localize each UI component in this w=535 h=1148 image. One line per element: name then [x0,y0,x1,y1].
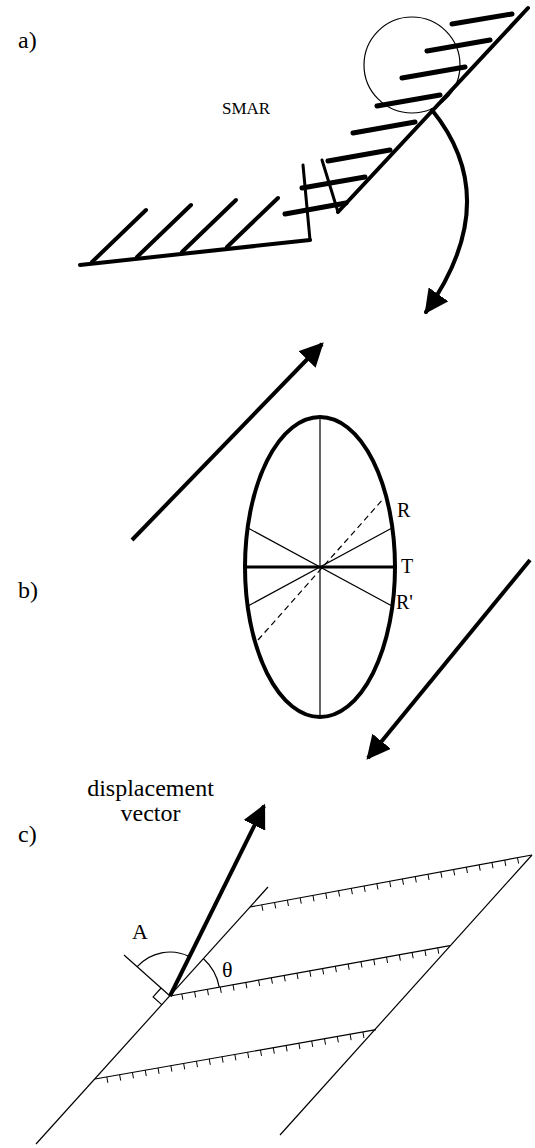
tick-mark [312,1041,313,1047]
tick-mark [260,1050,261,1056]
tick-mark [297,973,298,979]
tick-mark [441,872,442,878]
rift-section [80,8,528,312]
tick-mark [377,884,378,890]
tick-mark [310,971,311,977]
tick-mark [387,957,388,963]
tick-mark [438,948,439,954]
tick-mark [233,985,234,991]
tick-mark [454,869,455,875]
tick-mark [262,905,263,911]
tick-mark [348,964,349,970]
tick-mark [158,1068,159,1074]
strain-ellipse [132,344,530,758]
tick-mark [517,858,518,864]
tick-mark [323,969,324,975]
tick-mark [220,987,221,993]
tick-mark [107,1077,108,1083]
tick-mark [492,862,493,868]
tick-mark [412,952,413,958]
panel-letter: b) [18,578,38,603]
tick-mark [428,874,429,880]
tick-mark [209,1059,210,1065]
tick-mark [171,1066,172,1072]
tick-mark [399,955,400,961]
tick-mark [235,1054,236,1060]
tick-mark [196,1061,197,1067]
vector-label: displacement vector [68,776,233,826]
tick-mark [339,891,340,897]
tick-mark [350,1034,351,1040]
tick-mark [479,865,480,871]
tick-mark [425,950,426,956]
tick-mark [120,1075,121,1081]
tick-mark [337,1036,338,1042]
tick-mark [313,895,314,901]
rift-label: SMAR [222,100,270,118]
tick-mark [145,1070,146,1076]
tick-mark [390,881,391,887]
tick-mark [287,900,288,906]
tick-mark [259,980,260,986]
tick-mark [182,994,183,1000]
axis-label: R [397,500,410,521]
tick-mark [351,888,352,894]
angle-label: A [132,920,148,943]
tick-mark [248,1052,249,1058]
tick-mark [361,962,362,968]
tick-mark [132,1072,133,1078]
tick-mark [364,886,365,892]
tick-mark [273,1048,274,1054]
tick-mark [286,1045,287,1051]
panel-letter: a) [18,28,37,53]
panel-letter: c) [18,822,37,847]
tick-mark [324,1039,325,1045]
tick-mark [505,860,506,866]
tick-mark [326,893,327,899]
tick-mark [374,959,375,965]
tick-mark [466,867,467,873]
angle-label: θ [222,958,233,981]
tick-mark [335,966,336,972]
fault-geometry [36,806,532,1144]
tick-mark [184,1063,185,1069]
axis-label: T [401,556,413,577]
tick-mark [363,1032,364,1038]
tick-mark [222,1057,223,1063]
tick-mark [299,1043,300,1049]
tick-mark [284,975,285,981]
axis-label: R' [396,592,413,613]
tick-mark [195,992,196,998]
tick-mark [207,989,208,995]
tick-mark [415,877,416,883]
tick-mark [271,978,272,984]
tick-mark [402,879,403,885]
tick-mark [275,902,276,908]
tick-mark [246,982,247,988]
tick-mark [300,898,301,904]
